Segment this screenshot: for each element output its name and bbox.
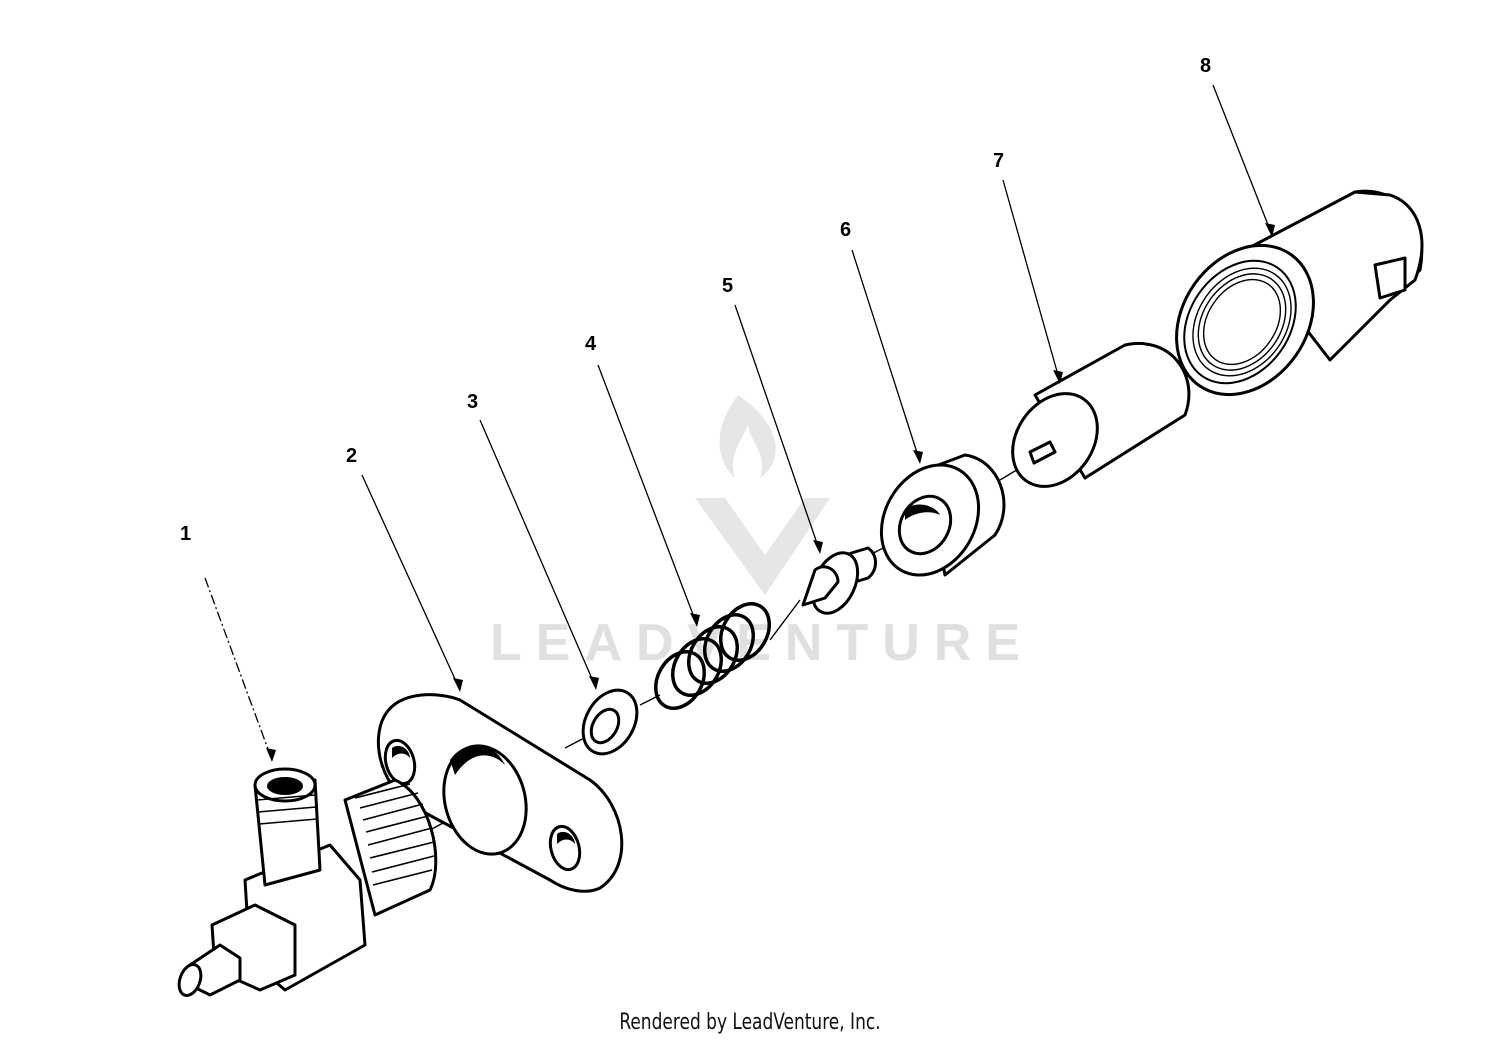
callout-3: 3: [467, 391, 478, 413]
callout-1: 1: [180, 523, 191, 545]
callout-8: 8: [1200, 55, 1211, 77]
leadventure-watermark: LEADVENTURE: [490, 395, 1034, 672]
leader-arrowheads: [266, 223, 1275, 762]
callout-4: 4: [585, 333, 597, 355]
part-1-pump-body: [177, 767, 438, 997]
part-8-threaded-cap: [1175, 189, 1424, 397]
watermark-text: LEADVENTURE: [490, 614, 1034, 672]
part-6-valve-seat: [879, 453, 1006, 577]
part-3-washer: [581, 688, 639, 756]
callout-6: 6: [840, 219, 851, 241]
part-4-spring: [654, 602, 771, 710]
part-5-valve: [801, 546, 877, 615]
callout-7: 7: [993, 150, 1004, 172]
leader-lines: [204, 84, 1273, 761]
render-credit: Rendered by LeadVenture, Inc.: [619, 1010, 881, 1035]
part-2-flange-gasket: [377, 693, 624, 893]
callout-5: 5: [722, 275, 733, 297]
part-7-cylinder: [1011, 342, 1191, 488]
callout-2: 2: [346, 445, 357, 467]
